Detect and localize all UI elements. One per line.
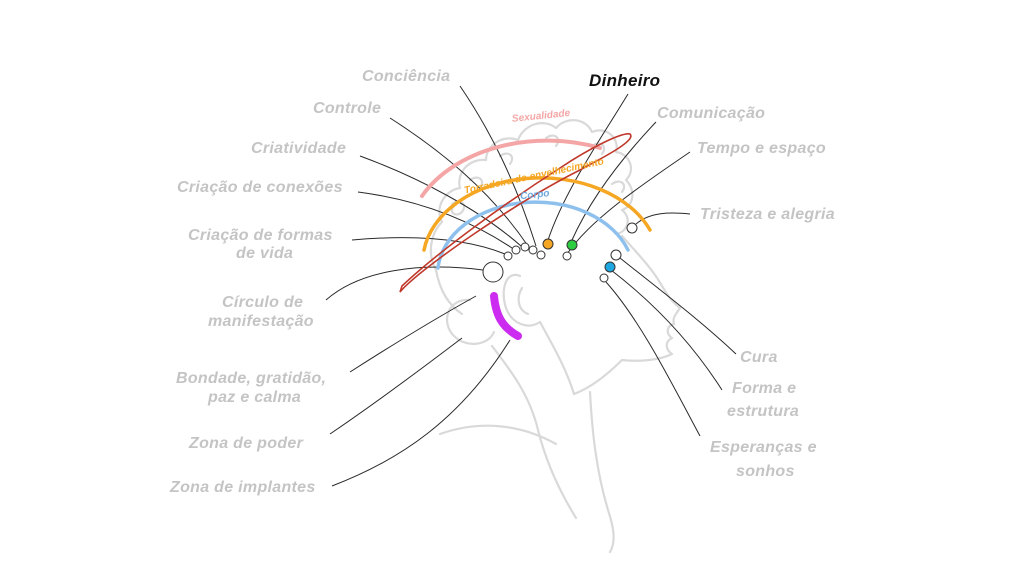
sexualidade-arc: [420, 138, 602, 198]
line-bondade: [349, 295, 477, 373]
neck-back: [490, 344, 578, 520]
line-tristeza: [635, 212, 691, 225]
label-esperancas-line1: Esperanças e: [710, 439, 817, 456]
line-controle: [389, 117, 529, 247]
dot-conciencia: [536, 250, 546, 260]
dot-esperancas: [599, 273, 609, 283]
line-implantes: [331, 339, 511, 487]
dot-tristeza: [626, 222, 638, 234]
label-controle: Controle: [313, 100, 382, 117]
hair-curl-2: [468, 176, 484, 190]
hair-curl-3: [498, 152, 514, 166]
dot-circulo: [482, 261, 504, 283]
dot-controle: [528, 245, 538, 255]
hair-outline: [429, 119, 634, 272]
line-dinheiro: [547, 93, 629, 241]
label-dinheiro: Dinheiro: [589, 71, 661, 90]
torradeira-arc: [422, 176, 652, 252]
label-circulo-line2: manifestação: [208, 313, 314, 330]
label-criacao-formas-line1: Criação de formas: [188, 227, 333, 244]
line-cura: [619, 257, 737, 355]
label-tempo-espaco: Tempo e espaço: [697, 140, 826, 157]
label-forma-line1: Forma e: [732, 380, 797, 397]
jaw: [538, 320, 576, 396]
label-cura: Cura: [740, 349, 778, 366]
back-of-head: [434, 268, 464, 316]
shoulder: [438, 424, 558, 446]
dot-conexoes: [503, 251, 513, 261]
red-ellipse: [399, 133, 632, 293]
label-criacao-conexoes: Criação de conexões: [177, 179, 343, 196]
face-line: [572, 234, 682, 396]
label-zona-implantes: Zona de implantes: [170, 479, 316, 496]
line-criatividade: [359, 155, 522, 247]
dot-forma: [610, 249, 622, 261]
label-zona-poder: Zona de poder: [189, 435, 304, 452]
label-criatividade: Criatividade: [251, 140, 347, 157]
label-comunicacao: Comunicação: [657, 105, 766, 122]
corpo-arc-label: Corpo: [520, 188, 550, 202]
line-esperancas: [605, 281, 701, 437]
ear-inner: [517, 286, 530, 316]
label-tristeza-alegria: Tristeza e alegria: [700, 206, 835, 223]
line-formas: [351, 237, 506, 255]
connector-lines: [325, 85, 737, 487]
neck-front: [588, 390, 615, 554]
dot-dinheiro: [542, 238, 554, 250]
label-esperancas-line2: sonhos: [736, 463, 795, 480]
label-criacao-formas-line2: de vida: [236, 245, 294, 262]
label-conciencia: Conciência: [362, 68, 451, 85]
line-circulo: [325, 266, 484, 301]
hair-curl-6: [610, 180, 626, 194]
line-conciencia: [459, 85, 537, 247]
dot-tempo: [562, 251, 572, 261]
hair-bun: [445, 298, 496, 345]
zona-poder-bar: [490, 292, 522, 340]
energy-arcs: [399, 133, 652, 293]
corpo-arc: [436, 200, 630, 270]
line-conexoes: [357, 191, 513, 249]
label-circulo-line1: Círculo de: [222, 294, 304, 311]
label-forma-line2: estrutura: [727, 403, 800, 420]
label-bondade-line2: paz e calma: [208, 389, 302, 406]
dot-formas: [511, 245, 521, 255]
hair-curl-4: [544, 134, 560, 148]
ear: [502, 273, 542, 327]
label-bondade-line1: Bondade, gratidão,: [176, 370, 327, 387]
line-forma: [610, 269, 723, 391]
line-comunicacao: [571, 121, 657, 241]
dot-cura: [604, 261, 616, 273]
dot-criatividade: [520, 242, 530, 252]
line-zona-poder: [329, 337, 463, 435]
dot-comunicacao: [566, 239, 578, 251]
point-markers: [482, 222, 638, 283]
